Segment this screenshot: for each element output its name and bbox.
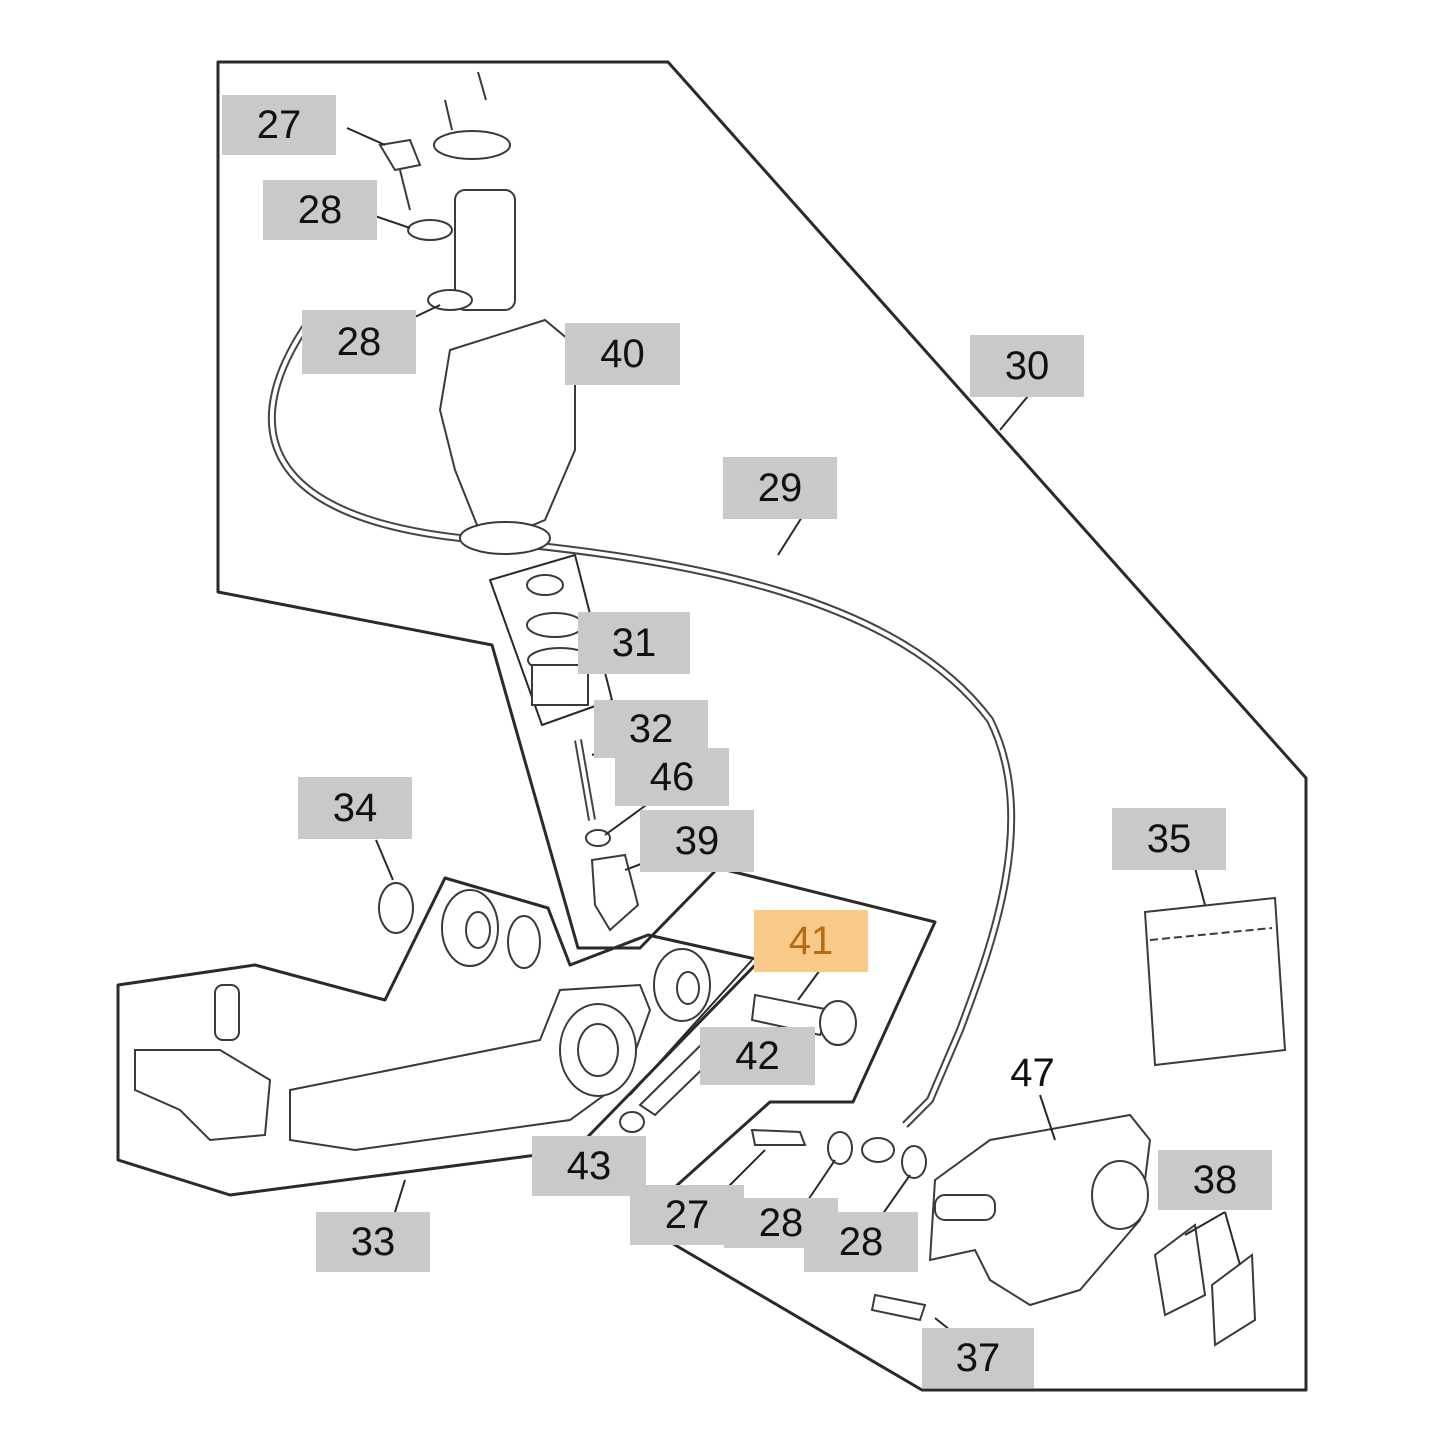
bag-icon: [1143, 896, 1287, 1067]
callout-39: 39: [640, 810, 754, 872]
group-outline-30: [216, 60, 1308, 1392]
brake-pads-icon: [1153, 1223, 1257, 1347]
brake-caliper-icon: [928, 1113, 1152, 1307]
callout-28-b: 28: [302, 310, 416, 374]
callout-31: 31: [578, 612, 690, 674]
washer-icon: [827, 1131, 853, 1165]
brake-master-cylinder-icon: [433, 71, 576, 555]
callout-38: 38: [1158, 1150, 1272, 1210]
brake-pedal-icon: [134, 983, 652, 1152]
washer-icon: [619, 1111, 645, 1133]
callout-30: 30: [970, 335, 1084, 397]
callout-43: 43: [532, 1136, 646, 1196]
callout-28-d: 28: [804, 1212, 918, 1272]
pushrod-icon: [574, 739, 640, 932]
bolt-icon: [750, 1128, 807, 1146]
callout-29: 29: [723, 457, 837, 519]
callout-35: 35: [1112, 808, 1226, 870]
group-outline-33: [116, 876, 762, 1197]
callout-27-top: 27: [222, 95, 336, 155]
callout-46: 46: [615, 748, 729, 806]
washer-icon: [507, 915, 541, 969]
bolt-icon: [378, 138, 422, 211]
callout-28-a: 28: [263, 180, 377, 240]
washer-icon: [901, 1145, 927, 1179]
bolt-icon: [750, 993, 857, 1046]
washer-icon: [378, 882, 414, 934]
callout-32: 32: [594, 700, 708, 758]
washer-icon: [407, 219, 453, 241]
callout-41-highlighted[interactable]: 41: [754, 910, 868, 972]
bolt-icon: [870, 1293, 927, 1322]
callout-37: 37: [922, 1328, 1034, 1388]
callout-33: 33: [316, 1212, 430, 1272]
callout-40: 40: [565, 323, 680, 385]
callout-42: 42: [700, 1027, 815, 1085]
callout-47: 47: [1010, 1050, 1055, 1095]
callout-34: 34: [298, 777, 412, 839]
